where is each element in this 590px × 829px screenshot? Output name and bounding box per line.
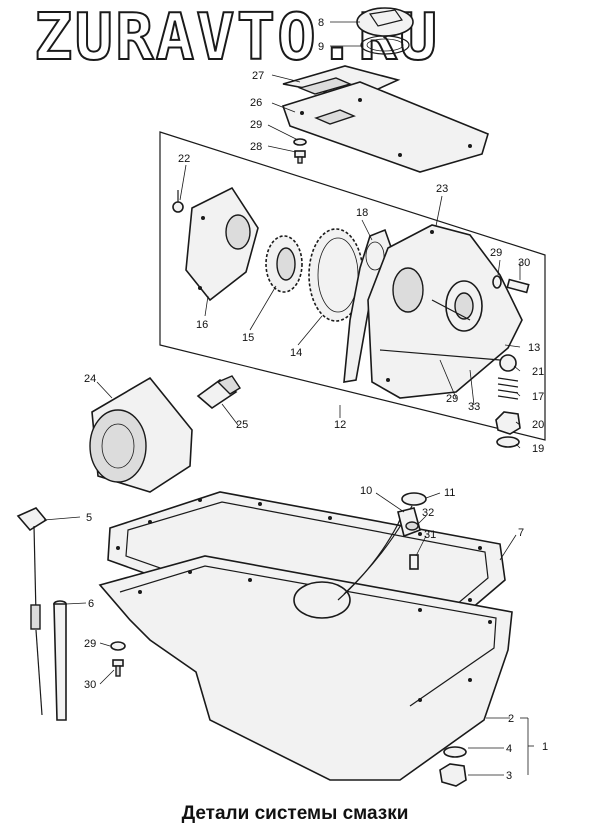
callout-12: 12 [334,419,346,431]
filler-cap-8 [356,7,414,37]
bolt-28 [294,150,306,164]
callout-29: 29 [250,119,262,131]
callout-27: 27 [252,70,264,82]
seal-ring-9 [360,35,410,55]
callout-11: 11 [444,487,455,499]
ball-21 [499,354,517,372]
gasket-26 [281,81,489,173]
callout-2: 2 [508,713,514,725]
gasket-19 [496,436,520,448]
callout-14: 14 [290,347,302,359]
callout-29-left: 29 [84,638,96,650]
fitting-25 [196,375,241,410]
callout-5: 5 [86,512,92,524]
drain-plug-3 [439,763,467,787]
callout-4: 4 [506,743,512,755]
bolt-30-right [506,278,530,294]
callout-33: 33 [468,401,480,413]
plug-20 [495,411,521,435]
callout-1: 1 [542,741,548,753]
screw-22 [172,190,184,213]
callout-20: 20 [532,419,544,431]
callout-13: 13 [528,342,540,354]
gear-15 [265,235,303,293]
callout-9: 9 [318,41,324,53]
figure-caption: Детали системы смазки [181,803,409,824]
pump-housing-23 [367,224,523,399]
callout-7: 7 [518,527,524,539]
ring-11 [401,492,427,506]
leader-lines [43,21,534,776]
washer-29-left [110,641,126,651]
spring-17 [497,377,519,400]
callout-16: 16 [196,319,208,331]
callout-19: 19 [532,443,544,455]
washer-29-right [492,275,502,289]
callout-15: 15 [242,332,254,344]
callout-29-housing: 29 [446,393,458,405]
bolt-31 [409,554,419,570]
bolt-30-left [112,659,124,677]
callout-10: 10 [360,485,372,497]
guide-tube-6 [53,600,67,721]
oil-filter-24 [89,376,193,493]
cover-16 [185,186,259,302]
callout-31: 31 [424,529,436,541]
callout-8: 8 [318,17,324,29]
callout-24: 24 [84,373,96,385]
callout-21: 21 [532,366,544,378]
dipstick-5 [16,507,48,716]
pump-assembly-frame-12 [159,131,546,441]
callout-3: 3 [506,770,512,782]
oil-pan-2 [98,555,513,781]
gasket-32 [405,521,419,531]
callout-26: 26 [250,97,262,109]
callout-6: 6 [88,598,94,610]
callout-32: 32 [422,507,434,519]
callout-22: 22 [178,153,190,165]
callout-17: 17 [532,391,544,403]
callout-30-left: 30 [84,679,96,691]
callout-23: 23 [436,183,448,195]
callout-18: 18 [356,207,368,219]
drain-gasket-4 [443,746,467,758]
callout-29-right: 29 [490,247,502,259]
callout-30: 30 [518,257,530,269]
washer-29-top [293,138,307,146]
callout-28: 28 [250,141,262,153]
oil-strainer [293,505,413,619]
callout-25: 25 [236,419,248,431]
